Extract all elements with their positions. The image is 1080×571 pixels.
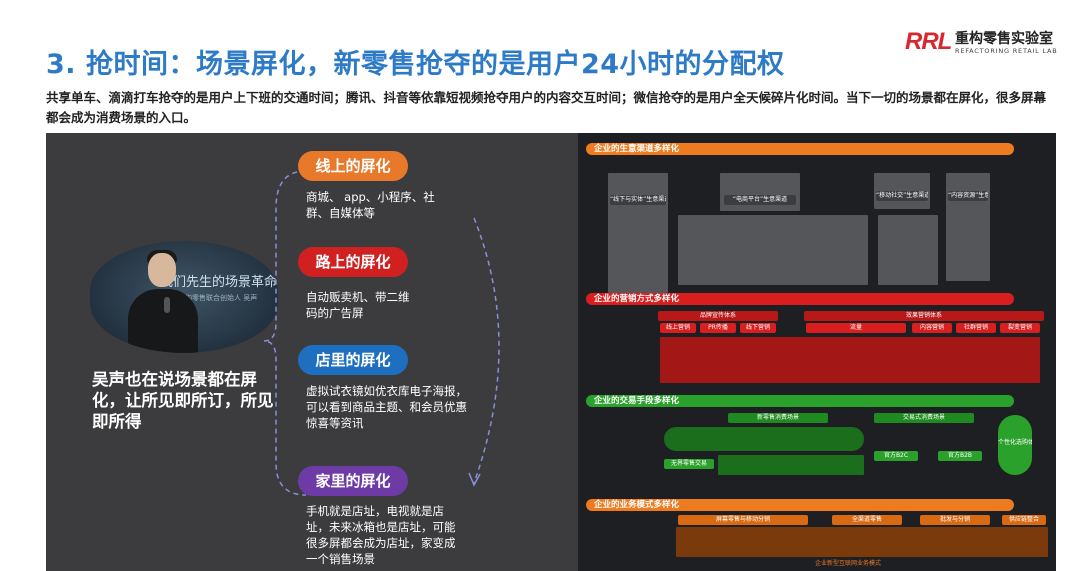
scene-online-desc: 商城、 app、小程序、社群、自媒体等 [306,190,435,220]
biz-tag-omnichannel: 全渠道零售 [832,515,902,525]
marketing-tag-performance: 效果营销体系 [804,311,1044,321]
trade-tag-personalized: 个性化选购体验 [998,439,1032,446]
trade-row-channels [664,427,864,451]
marketing-tag-traffic: 流量 [806,323,906,333]
section-trade-bar: 企业的交易手段多样化 [586,395,1014,407]
scene-road-label: 路上的屏化 [315,253,391,271]
marketing-tag-pr: PR传播 [700,323,736,333]
page-title: 3. 抢时间：场景屏化，新零售抢夺的是用户24小时的分配权 [46,49,785,80]
scene-home-label: 家里的屏化 [315,472,391,490]
logo-chinese-name: 重构零售实验室 [955,31,1053,47]
scene-online-label: 线上的屏化 [315,157,391,175]
section-business-bar: 企业的业务模式多样化 [586,499,1014,511]
speaker-backdrop-title: 我们先生的场景革命 [160,275,278,290]
channel-body-social [878,215,938,285]
biz-body [676,527,1048,557]
channel-column-offline [608,173,668,293]
logo-english-name: REFACTORING RETAIL LAB [955,47,1058,55]
trade-row-methods [718,455,864,475]
scene-store-pill: 店里的屏化 [298,345,408,375]
trade-tag-b2b: 官方B2B [938,451,982,461]
trade-tag-transactional: 交易式消费场景 [874,413,974,423]
speaker-backdrop-subtitle: 重构零售联合创始人 吴声 [178,294,258,302]
scene-road-pill: 路上的屏化 [298,247,408,277]
marketing-tag-fission: 裂变营销 [1000,323,1040,333]
channel-tag-offline: “线下与实体”生意渠道 [610,195,666,205]
biz-tag-internet-model: 企业新型互联网业务模式 [814,560,881,567]
channel-tag-content: “内容资源”生意渠道 [948,191,988,201]
marketing-tag-online: 线上营销 [660,323,696,333]
section-marketing-bar: 企业的营销方式多样化 [586,293,1014,305]
scene-home-pill: 家里的屏化 [298,466,408,496]
channel-body-main [678,215,868,285]
scene-store-label: 店里的屏化 [315,351,391,369]
scene-bracket [264,170,500,496]
marketing-tag-brand: 品牌宣传体系 [658,311,778,321]
trade-tag-unbounded: 无界零售交易 [664,459,714,469]
scene-store-desc: 虚拟试衣镜如优衣库电子海报，可以看到商品主题、和会员优惠惊喜等资讯 [306,384,467,430]
channel-tag-social: “移动社交”生意渠道 [876,191,928,201]
marketing-tag-offline: 线下营销 [740,323,776,333]
diversification-diagram: 企业的生意渠道多样化 “线下与实体”生意渠道 “电商平台”生意渠道 “移动社交”… [578,133,1056,571]
biz-tag-wholesale: 批发与分销 [920,515,990,525]
scene-road-desc: 自动贩卖机、带二维码的广告屏 [306,290,410,320]
channel-column-ecommerce [720,173,800,211]
intro-paragraph: 共享单车、滴滴打车抢夺的是用户上下班的交通时间；腾讯、抖音等依靠短视频抢夺用户的… [46,90,1047,125]
marketing-tag-content: 内容营销 [912,323,952,333]
marketing-body [660,337,1040,383]
logo-mark: RRL [905,28,952,55]
trade-tag-newretail: 新零售消费场景 [728,413,828,423]
biz-tag-supply-chain: 供应链整合 [1002,515,1046,525]
channel-column-content [946,173,990,281]
scene-home-desc: 手机就是店址，电视就是店址，未来冰箱也是店址，可能很多屏都会成为店址，家变成一个… [306,504,456,566]
trade-personalized [998,415,1032,475]
section-channels-bar: 企业的生意渠道多样化 [586,143,1014,155]
channel-tag-ecommerce: “电商平台”生意渠道 [724,195,796,205]
rrl-logo: RRL 重构零售实验室 REFACTORING RETAIL LAB [905,26,1058,60]
biz-tag-screen-retail: 屏幕零售与移动分销 [678,515,808,525]
trade-tag-b2c: 官方B2C [874,451,918,461]
main-panel: 我们先生的场景革命 重构零售联合创始人 吴声 吴声也在说场景都在屏化，让所见即所… [46,133,1056,571]
speaker-photo: 我们先生的场景革命 重构零售联合创始人 吴声 [90,241,278,353]
scene-online-pill: 线上的屏化 [298,151,408,181]
marketing-tag-community: 社群营销 [956,323,996,333]
speaker-quote: 吴声也在说场景都在屏化，让所见即所订，所见即所得 [92,370,274,431]
